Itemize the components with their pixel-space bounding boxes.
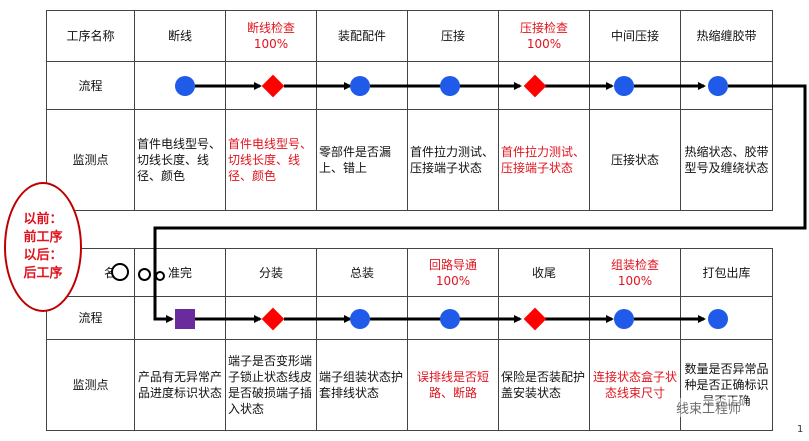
callout-text: 以前： 前工序 以后： 后工序 [23,212,63,281]
step-name: 装配配件 [337,29,386,43]
step-name: 组装检查 [610,257,659,272]
step-name: 分装 [258,265,283,280]
monitor-text: 保险是否装配护盖安装状态 [498,339,590,431]
step-cell: 热缩缠胶带 [680,10,773,62]
monitor-text: 首件拉力测试、压接端子状态 [498,109,590,211]
monitor-text: 数量是否异常品种是否正确标识是否正确 [680,339,773,431]
monitor-text: 端子是否变形端子锁止状态线皮是否破损端子插入状态 [225,339,317,431]
step-name: 回路导通 [428,257,477,272]
monitor-text: 端子组装状态护套排线状态 [316,339,408,431]
step-cell: 装配配件 [316,10,408,62]
step-rate: 100% [526,37,562,51]
monitor-text: 零部件是否漏上、错上 [316,109,408,211]
step-name: 热缩缠胶带 [696,29,757,43]
step-name: 收尾 [531,265,556,280]
process-name-header: 工序名称 [46,10,135,62]
step-rate: 100% [617,273,653,288]
step-cell: 中间压接 [589,10,681,62]
step-name: 断线检查 [246,21,295,35]
callout-tail-dot [111,263,129,281]
process-circle [350,76,370,96]
process-circle [614,309,634,329]
callout-bubble: 以前： 前工序 以后： 后工序 [4,182,82,312]
step-name: 总装 [349,265,374,280]
step-name: 压接 [440,29,465,43]
monitor-text: 压接状态 [589,109,681,211]
monitor-text: 连接状态盒子状态线束尺寸 [589,339,681,431]
page-number: 1 [797,424,804,435]
watermark: 线束工程师 [672,398,746,417]
step-name: 准完 [167,265,192,280]
monitor-label: 监测点 [46,339,135,431]
process-circle [175,76,195,96]
monitor-text: 首件拉力测试、压接端子状态 [407,109,499,211]
storage-square [175,309,195,329]
connector-line [153,84,807,323]
monitor-text: 产品有无异常产品进度标识状态 [134,339,226,431]
step-name: 打包出库 [702,265,751,280]
monitor-text: 热缩状态、胶带型号及缠绕状态 [680,109,773,211]
step-name: 压接检查 [519,21,568,35]
step-cell: 收尾 [498,248,590,297]
monitor-text: 首件电线型号、切线长度、线径、颜色 [225,109,317,211]
step-name: 中间压接 [610,29,659,43]
top-flow-arrows [153,82,807,323]
process-circle [614,76,634,96]
step-rate: 100% [435,273,471,288]
step-cell: 总装 [316,248,408,297]
process-circle [440,309,460,329]
step-name: 断线 [167,29,192,43]
monitor-text: 首件电线型号、切线长度、线径、颜色 [134,109,226,211]
callout-tail-dot [138,268,151,281]
step-rate: 100% [253,37,289,51]
process-circle [440,76,460,96]
step-cell: 断线 [134,10,226,62]
monitor-text: 误排线是否短路、断路 [407,339,499,431]
process-circle [350,309,370,329]
callout-tail-dot [155,271,165,281]
process-circle [708,309,728,329]
process-circle [708,76,728,96]
step-cell: 压接检查 100% [498,10,590,62]
